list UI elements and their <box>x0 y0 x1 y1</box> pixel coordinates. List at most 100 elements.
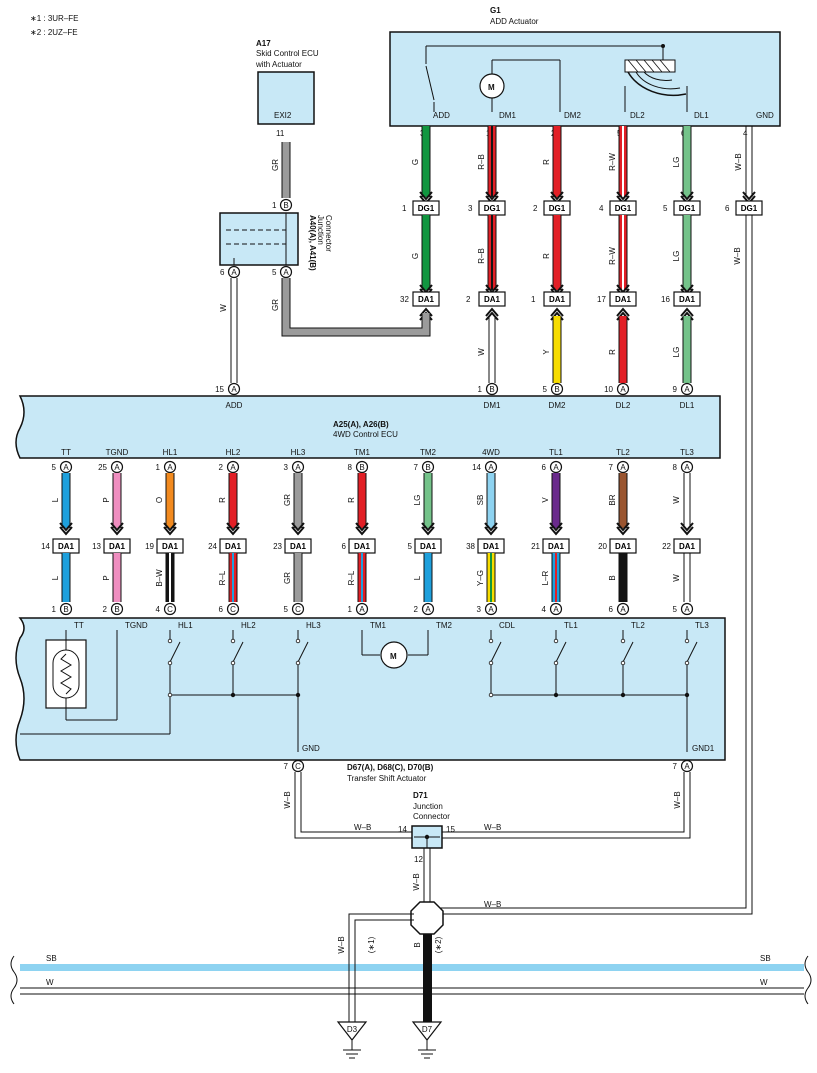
actuator-pinnum-7: 3 <box>477 605 482 614</box>
ecu-bottom-terminal-6: TM2 <box>420 448 437 457</box>
a17-pin: 11 <box>276 129 285 138</box>
bus-label-sb-left: SB <box>46 954 57 963</box>
g1-terminal-dl1: DL1 <box>694 111 709 120</box>
chevron-mid-8 <box>549 522 563 536</box>
ecu-top-terminal-dl1: DL1 <box>680 401 695 410</box>
splice-point <box>410 901 444 935</box>
wire-g1-3-stripe <box>622 126 624 197</box>
chevron-da1-up-0 <box>485 307 499 321</box>
conn-da1-mid-1: DA1 <box>103 538 131 554</box>
svg-text:DA1: DA1 <box>679 295 696 304</box>
actuator-terminal-9: TL2 <box>631 621 645 630</box>
note-1: ∗1 : 3UR–FE <box>30 14 79 23</box>
wire-label-ecu-da1-9: BR <box>608 494 617 505</box>
actuator-pinnum-2: 4 <box>156 605 161 614</box>
actuator-terminal-6: TM2 <box>436 621 453 630</box>
wire-label-d71-right: W–B <box>484 823 501 832</box>
a40-pin6 <box>227 265 241 279</box>
a40-pin6-num: 6 <box>220 268 225 277</box>
actuator-pin-5 <box>355 602 369 616</box>
svg-text:DG1: DG1 <box>484 204 501 213</box>
actuator-terminal-4: HL3 <box>306 621 321 630</box>
ecu-bottom-pin-7-letter: A <box>488 463 494 472</box>
actuator-pin-0-letter: B <box>63 605 68 614</box>
svg-text:DA1: DA1 <box>290 542 307 551</box>
g1-motor-label: M <box>488 83 495 92</box>
ecu-bottom-pin-8-letter: A <box>553 463 559 472</box>
wire-label-g1-4: LG <box>672 157 681 168</box>
ecu-bottom-pin-9-letter: A <box>620 463 626 472</box>
actuator-pin-7 <box>484 602 498 616</box>
actuator-gnd1-label: GND1 <box>692 744 715 753</box>
wire-label-ecu-da1-7: SB <box>476 495 485 506</box>
ecu-top-pinnum-dm2: 5 <box>543 385 548 394</box>
wire-label-d71-down: W–B <box>412 873 421 890</box>
conn-da1-mid-9: DA1 <box>609 538 637 554</box>
conn-da1-mid-3: DA1 <box>219 538 247 554</box>
da1-mid-pin-7: 38 <box>466 542 475 551</box>
wire-da1-act-4 <box>294 553 302 602</box>
wire-label-da1-act-7: Y–G <box>476 570 485 586</box>
wire-da1-act-8-stripe <box>555 553 557 602</box>
svg-text:DA1: DA1 <box>109 542 126 551</box>
chevron-mid-3 <box>226 522 240 536</box>
g1-terminal-dm2: DM2 <box>564 111 581 120</box>
svg-text:DG1: DG1 <box>679 204 696 213</box>
wire-label-gnd-left: W–B <box>283 791 292 808</box>
conn-da1-mid-10: DA1 <box>673 538 701 554</box>
wire-gnd-left-b <box>300 772 412 833</box>
actuator-pin-4-letter: C <box>295 605 301 614</box>
ecu-top-pin-dm2-letter: B <box>554 385 559 394</box>
note-ref-2: (∗2) <box>434 936 443 953</box>
actuator-pin-10 <box>680 602 694 616</box>
ecu-bottom-pinnum-7: 14 <box>472 463 481 472</box>
ecu-top-terminal-add: ADD <box>226 401 243 410</box>
conn-da1-top-3: DA1 <box>609 291 637 307</box>
actuator-name: Transfer Shift Actuator <box>347 774 427 783</box>
g1-box <box>389 31 781 127</box>
wire-a17-a40 <box>282 142 290 198</box>
d71-pin-14: 14 <box>398 825 407 834</box>
da1-mid-pin-9: 20 <box>598 542 607 551</box>
actuator-terminal-10: TL3 <box>695 621 709 630</box>
wire-da1-ecu-2 <box>619 316 627 383</box>
wire-label-g1-3: R–W <box>608 153 617 171</box>
svg-text:DA1: DA1 <box>418 295 435 304</box>
wire-ecu-da1-5 <box>358 473 366 528</box>
actuator-gnd-pinnum: 7 <box>284 762 289 771</box>
ecu-top-pin-add-letter: A <box>231 385 237 394</box>
actuator-pin-0 <box>59 602 73 616</box>
ecu-id: A25(A), A26(B) <box>333 420 389 429</box>
ecu-bottom-pin-6 <box>421 460 435 474</box>
wire-da1-act-7-stripe <box>490 553 492 602</box>
wire-da1-act-1 <box>113 553 121 602</box>
conn-da1-mid-8: DA1 <box>542 538 570 554</box>
actuator-pinnum-0: 1 <box>52 605 57 614</box>
ecu-bottom-terminal-7: 4WD <box>482 448 500 457</box>
ecu-bottom-pinnum-3: 2 <box>219 463 224 472</box>
actuator-id: D67(A), D68(C), D70(B) <box>347 763 434 772</box>
wire-label-ecu-da1-8: V <box>541 497 550 503</box>
wire-label-ecu-da1-6: LG <box>413 495 422 506</box>
actuator-pinnum-8: 4 <box>542 605 547 614</box>
actuator-gnd1-pin <box>680 759 694 773</box>
ecu-bottom-terminal-0: TT <box>61 448 71 457</box>
svg-text:DA1: DA1 <box>615 295 632 304</box>
actuator-pinnum-10: 5 <box>673 605 678 614</box>
wire-ecu-da1-9 <box>619 473 627 528</box>
actuator-pinnum-6: 2 <box>414 605 419 614</box>
wire-label-dg1-4: LG <box>672 251 681 262</box>
wire-a40-da1 <box>282 278 430 336</box>
a40-pin6-letter: A <box>231 268 237 277</box>
actuator-pinnum-3: 6 <box>219 605 224 614</box>
svg-text:DA1: DA1 <box>615 542 632 551</box>
actuator-internal <box>20 630 698 752</box>
wire-label-gnd-right: W–B <box>673 791 682 808</box>
conn-da1-mid-5: DA1 <box>348 538 376 554</box>
ecu-bottom-pin-4-letter: A <box>295 463 301 472</box>
ecu-bottom-pin-6-letter: B <box>425 463 430 472</box>
actuator-gnd-pin-letter: C <box>295 762 301 771</box>
wire-to-d7 <box>423 934 432 1022</box>
wire-label-da1-act-5: R–L <box>347 570 356 585</box>
